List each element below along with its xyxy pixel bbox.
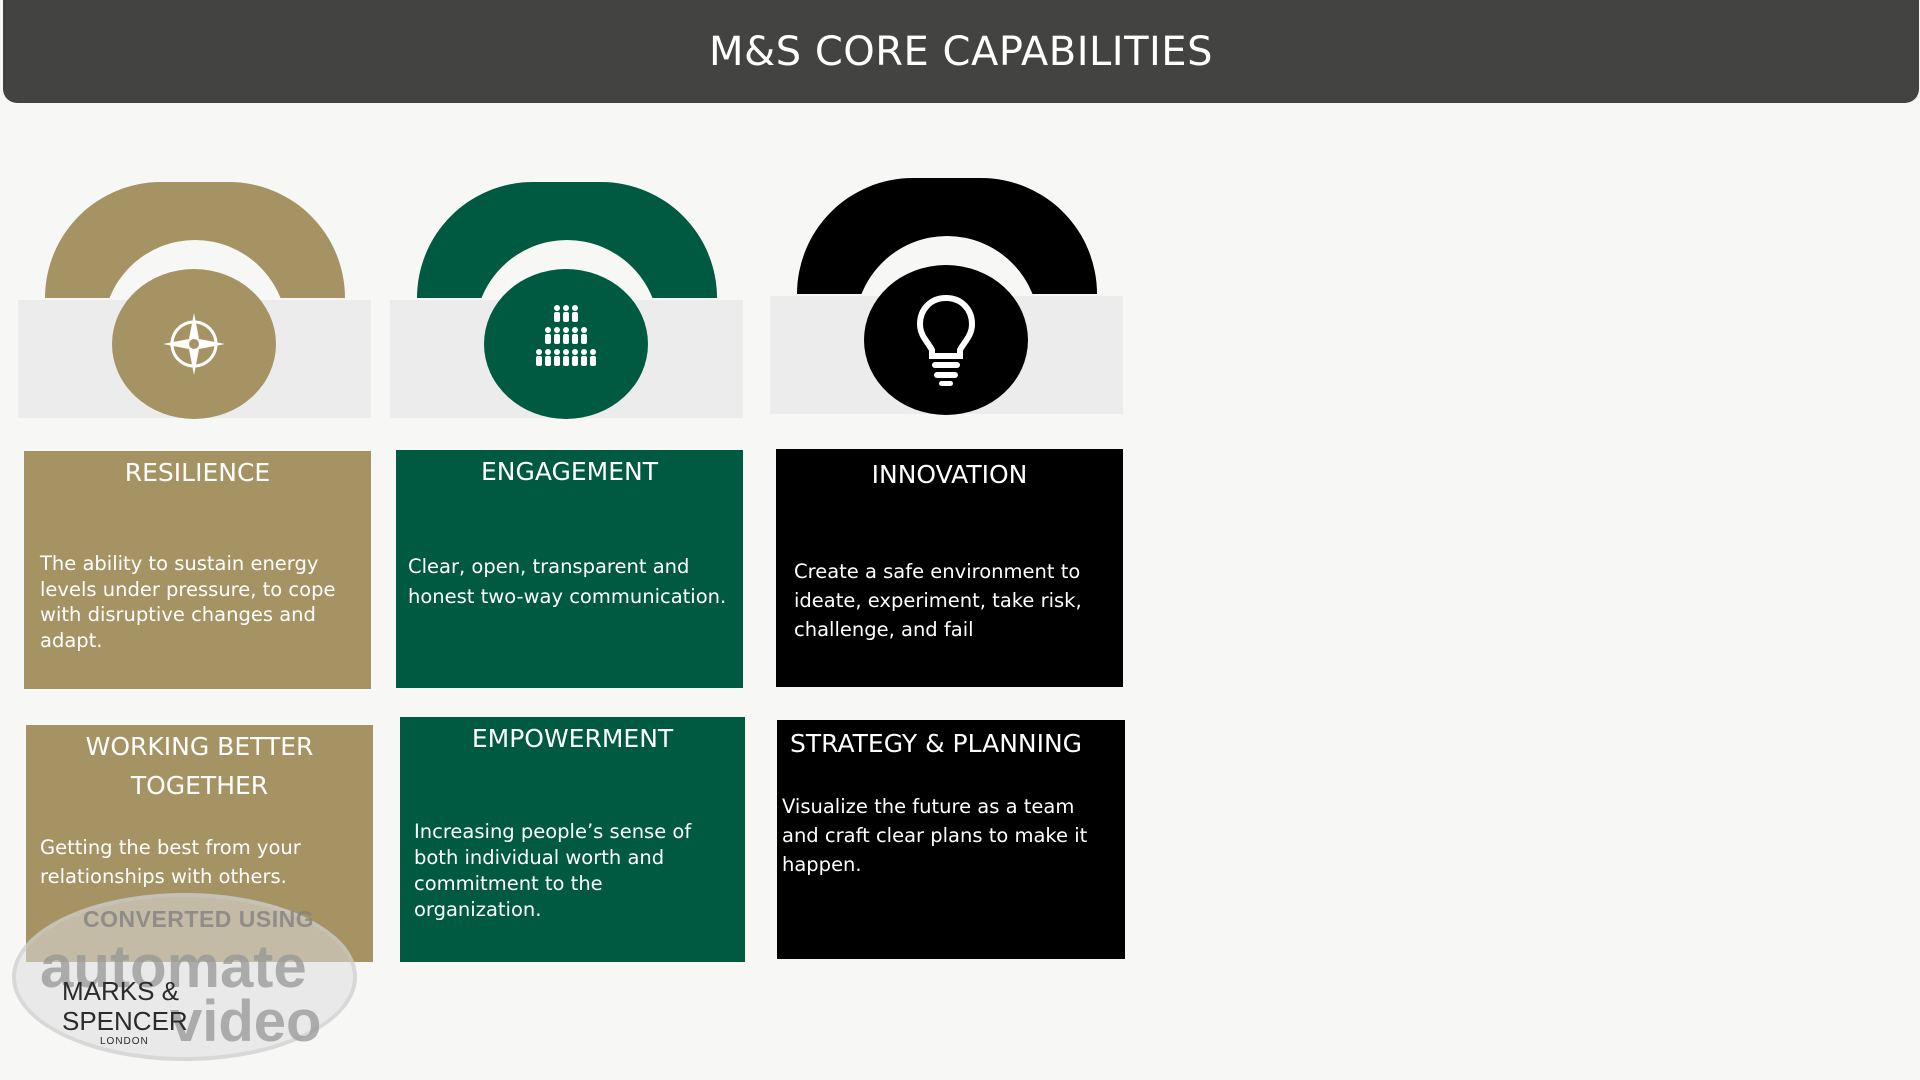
strategy-planning-card: STRATEGY & PLANNING Visualize the future… [777,720,1125,959]
innovation-card: INNOVATION Create a safe environment to … [776,449,1123,687]
marks-spencer-logo: MARKS & SPENCER LONDON [62,976,188,1047]
logo-line-1: MARKS & [62,976,180,1006]
logo-line-3: LONDON [100,1036,149,1047]
card-body: Getting the best from your relationships… [40,836,301,888]
title-bar: M&S CORE CAPABILITIES [3,0,1919,103]
icon-disc [484,269,648,419]
watermark-badge [12,893,357,1061]
icon-disc [112,269,276,419]
card-body: The ability to sustain energy levels und… [40,552,336,652]
engagement-icon-unit [390,182,743,419]
card-title: WORKING BETTER TOGETHER [85,732,314,800]
resilience-card: RESILIENCE The ability to sustain energy… [24,451,371,689]
card-body: Clear, open, transparent and honest two-… [408,555,727,608]
icon-disc [864,265,1028,415]
lightbulb-icon [916,294,976,386]
resilience-icon-unit [18,182,371,419]
watermark-automate: automate [40,933,307,1000]
watermark-video: video [170,989,322,1054]
card-title: ENGAGEMENT [480,457,659,486]
card-title: STRATEGY & PLANNING [790,729,1083,758]
logo-line-2: SPENCER [62,1006,188,1036]
page-title: M&S CORE CAPABILITIES [709,28,1213,75]
card-body: Increasing people’s sense of both indivi… [414,820,692,921]
card-title: RESILIENCE [124,458,271,487]
card-title: INNOVATION [871,460,1028,489]
people-group-icon [536,305,596,366]
empowerment-card: EMPOWERMENT Increasing people’s sense of… [400,717,745,962]
engagement-card: ENGAGEMENT Clear, open, transparent and … [396,450,743,688]
card-title: EMPOWERMENT [471,724,674,753]
watermark-caption: CONVERTED USING [83,906,315,932]
innovation-icon-unit [770,178,1123,415]
card-body: Create a safe environment to ideate, exp… [794,560,1082,641]
card-body: Visualize the future as a team and craft… [782,795,1088,876]
compass-icon [163,313,225,375]
